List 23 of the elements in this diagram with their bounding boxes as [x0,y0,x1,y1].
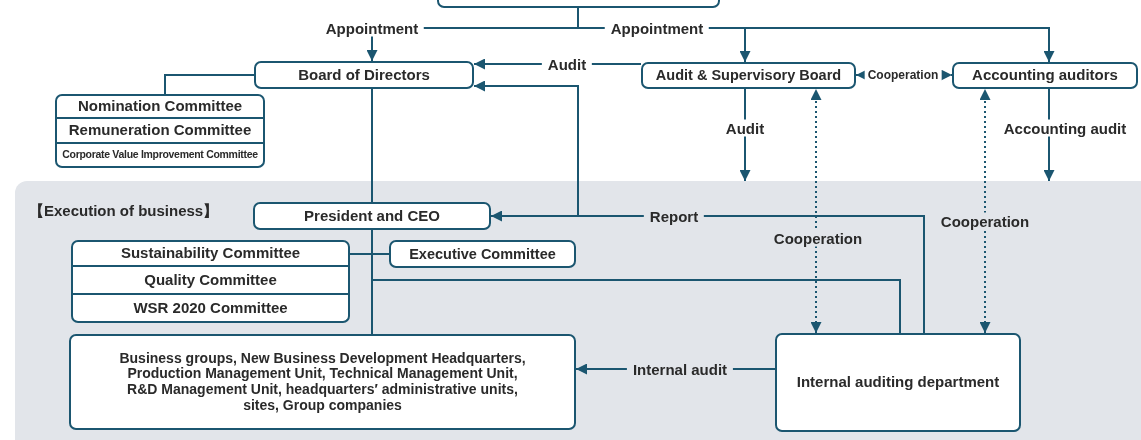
org-box: Internal auditing department [775,333,1021,432]
arrow [473,58,642,70]
org-box: Accounting auditors [952,62,1138,89]
panel-background [15,181,1141,440]
org-box: Board of Directors [254,61,474,89]
arrow [739,88,751,182]
org-box: Corporate Value Improvement Committee [55,144,265,168]
org-box: Quality Committee [71,267,350,295]
section-heading: 【Execution of business】 [29,203,219,220]
org-box: WSR 2020 Committee [71,295,350,323]
org-box: Business groups, New Business Development Headquarters, Production Management Unit, Technical Management Unit, R&D Management Unit, headquarters′ administrative units, sites, Group companies [69,334,576,430]
org-box: Nomination Committee [55,94,265,119]
arrow [855,69,953,81]
org-box: President and CEO [253,202,491,230]
arrow [1043,88,1055,182]
org-box: Remuneration Committee [55,119,265,144]
org-box: Audit & Supervisory Board [641,62,856,89]
org-box: Executive Committee [389,240,576,268]
arrow [979,88,991,334]
connector-line [371,88,373,203]
org-box: Sustainability Committee [71,240,350,267]
connector-line [164,74,255,95]
arrow [810,88,822,334]
